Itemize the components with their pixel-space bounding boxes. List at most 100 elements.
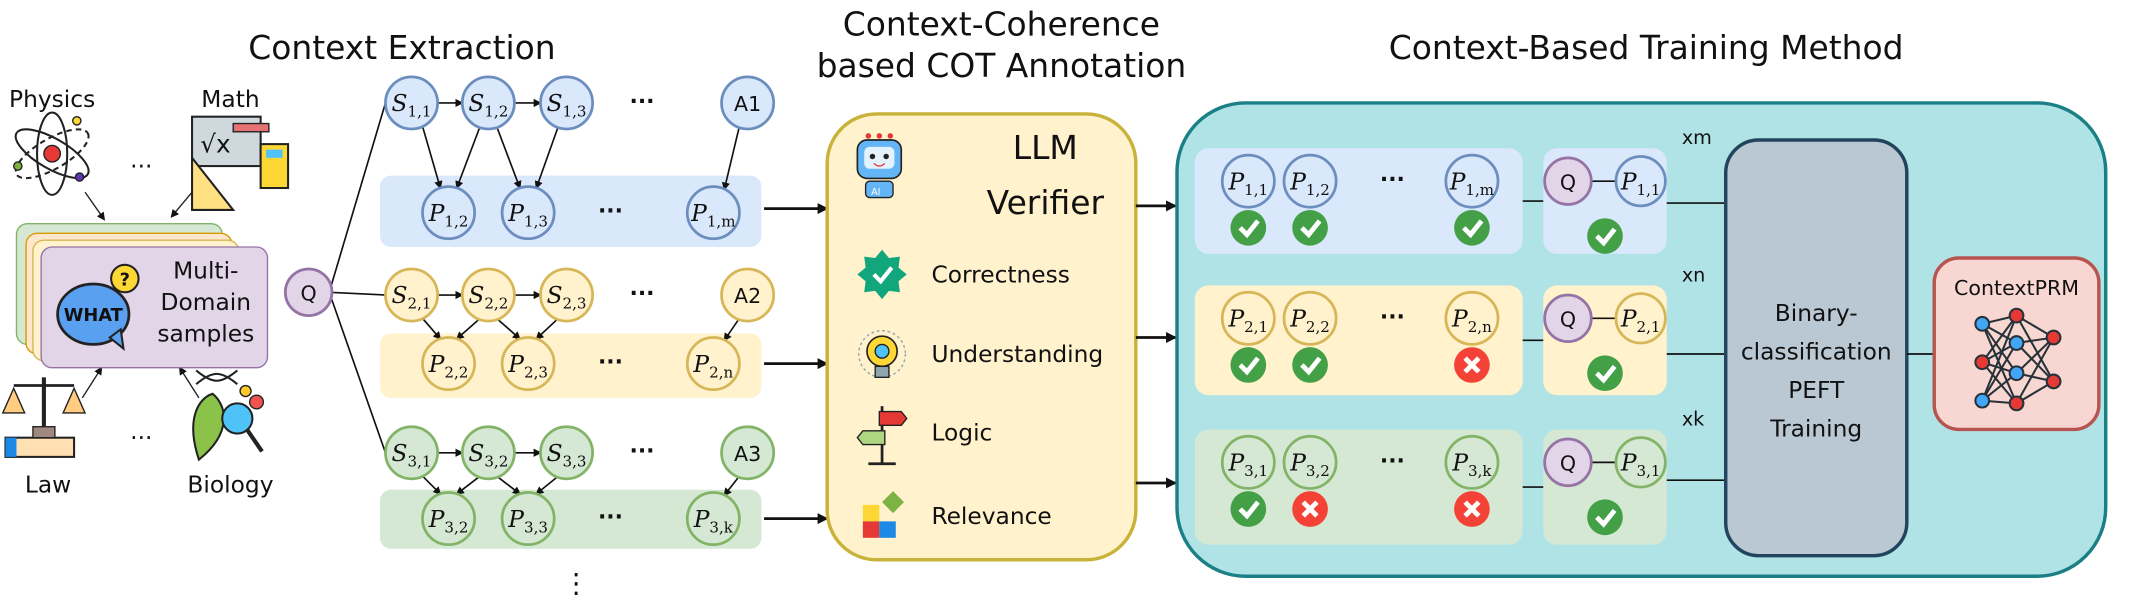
step-to-path-arrow — [455, 317, 481, 340]
steps-ellipsis: ··· — [629, 89, 654, 114]
step-node-1-2: S1,2 — [460, 75, 516, 131]
more-chains-ellipsis: ⋮ — [562, 569, 589, 600]
step-node-1-1-label: S1,1 — [392, 90, 432, 120]
path-node-2-3: P2,n — [685, 336, 741, 392]
cross-icon — [1454, 347, 1490, 383]
what-speech-bubble-icon: WHAT ? — [56, 263, 140, 351]
training-path-node-2-1-label: P2,1 — [1227, 306, 1268, 336]
annotation-title-line2: based COT Annotation — [817, 46, 1187, 85]
pair-question-node-circle — [1543, 293, 1593, 344]
paths-ellipsis: ··· — [598, 350, 623, 375]
path-node-1-2-circle — [500, 185, 556, 241]
verifier-title-line2: Verifier — [987, 183, 1105, 222]
check-icon — [1230, 347, 1267, 383]
step-to-path-arrow — [455, 125, 481, 190]
path-node-3-2-label: P3,3 — [507, 506, 548, 536]
question-node-circle — [283, 267, 334, 317]
path-node-1-1-circle — [421, 185, 477, 241]
step-to-path-arrow — [421, 317, 442, 340]
answer-node-1: A1 — [720, 75, 776, 131]
svg-text:AI: AI — [871, 187, 880, 198]
answer-node-2-label: A2 — [734, 284, 761, 308]
badge-check-icon — [857, 249, 907, 300]
svg-text:?: ? — [120, 269, 130, 290]
step-to-path-arrow — [495, 125, 522, 190]
training-path-node-2-3-label: P2,n — [1451, 306, 1492, 336]
atom-icon — [13, 111, 90, 196]
step-to-path-arrow — [496, 317, 521, 340]
training-path-node-2-3: P2,n — [1444, 290, 1500, 346]
training-path-node-1-3: P1,m — [1444, 153, 1500, 209]
check-icon — [1230, 209, 1267, 246]
pair-path-node-3: P3,1 — [1614, 436, 1667, 489]
pair-path-node-1-circle — [1614, 155, 1667, 208]
lightbulb-gear-icon — [858, 329, 907, 379]
math-arrow — [170, 191, 193, 218]
domain-ellipsis-top: ... — [130, 146, 152, 173]
criterion-understanding: Understanding — [931, 341, 1103, 368]
question-node: Q — [283, 267, 334, 317]
training-paths-panel-2 — [1194, 285, 1523, 396]
criterion-relevance: Relevance — [931, 503, 1051, 530]
steps-ellipsis: ··· — [629, 282, 654, 307]
step-node-2-1-circle — [384, 267, 439, 323]
step-to-path-arrow — [535, 317, 559, 340]
domain-physics-label: Physics — [9, 86, 95, 113]
pair-path-node-2-circle — [1614, 292, 1667, 345]
llm-verifier-panel: AI LLM Verifier Correctness Understandin… — [825, 112, 1138, 562]
path-node-2-2-label: P2,3 — [507, 351, 548, 381]
training-path-node-2-2: P2,2 — [1282, 290, 1338, 346]
step-node-1-3-circle — [539, 75, 594, 131]
puzzle-icon — [862, 491, 905, 538]
domain-law-label: Law — [25, 472, 71, 499]
pair-question-node-label: Q — [1560, 308, 1576, 332]
answer-to-path-arrow — [721, 126, 741, 191]
repeat-count-1: xm — [1682, 126, 1712, 149]
pair-path-node-2: P2,1 — [1614, 292, 1667, 345]
step-node-3-1-label: S3,1 — [392, 440, 432, 470]
training-path-node-3-2-label: P3,2 — [1289, 450, 1330, 480]
step-to-path-arrow — [421, 126, 443, 190]
paths-ellipsis: ··· — [598, 505, 623, 530]
classifier-line4: Training — [1769, 415, 1862, 442]
steps-ellipsis: ··· — [629, 439, 654, 464]
verifier-title-line1: LLM — [1013, 128, 1078, 167]
math-tools-icon: √x — [191, 115, 290, 211]
neural-network-icon — [1974, 307, 2062, 412]
step-to-path-arrow — [421, 475, 442, 495]
check-icon — [1292, 347, 1328, 383]
svg-text:√x: √x — [200, 129, 230, 158]
check-icon — [1587, 218, 1623, 254]
step-node-2-2-label: S2,2 — [468, 282, 508, 312]
contextprm-label: ContextPRM — [1954, 276, 2079, 300]
path-node-3-3: P3,k — [685, 491, 741, 547]
path-node-1-3: P1,m — [685, 185, 741, 241]
pair-path-node-2-label: P2,1 — [1620, 306, 1661, 336]
step-node-2-1: S2,1 — [384, 267, 439, 323]
training-path-node-1-2-circle — [1282, 153, 1338, 209]
step-node-3-1-circle — [384, 425, 439, 481]
step-node-1-2-circle — [460, 75, 516, 131]
answer-to-path-arrow — [723, 475, 741, 497]
repeat-count-2: xn — [1682, 263, 1706, 286]
training-paths-ellipsis: ··· — [1380, 449, 1405, 474]
answer-node-2: A2 — [720, 267, 776, 323]
pair-question-node-label: Q — [1560, 452, 1576, 476]
answer-node-1-circle — [720, 75, 776, 131]
training-path-node-1-3-circle — [1444, 153, 1500, 209]
step-node-2-3-circle — [539, 267, 594, 323]
check-icon — [1587, 499, 1623, 536]
training-path-node-3-2: P3,2 — [1282, 434, 1338, 490]
step-node-3-3-label: S3,3 — [547, 440, 587, 470]
training-path-node-2-3-circle — [1444, 290, 1500, 346]
pair-question-node-circle — [1543, 437, 1593, 488]
check-icon — [1292, 209, 1328, 246]
classifier-line1: Binary- — [1775, 300, 1858, 327]
step-node-3-2-label: S3,2 — [468, 440, 508, 470]
path-node-1-3-label: P1,m — [690, 200, 735, 230]
classifier-line3: PEFT — [1788, 377, 1845, 404]
step-node-2-3: S2,3 — [539, 267, 594, 323]
answer-node-3-label: A3 — [734, 442, 761, 466]
